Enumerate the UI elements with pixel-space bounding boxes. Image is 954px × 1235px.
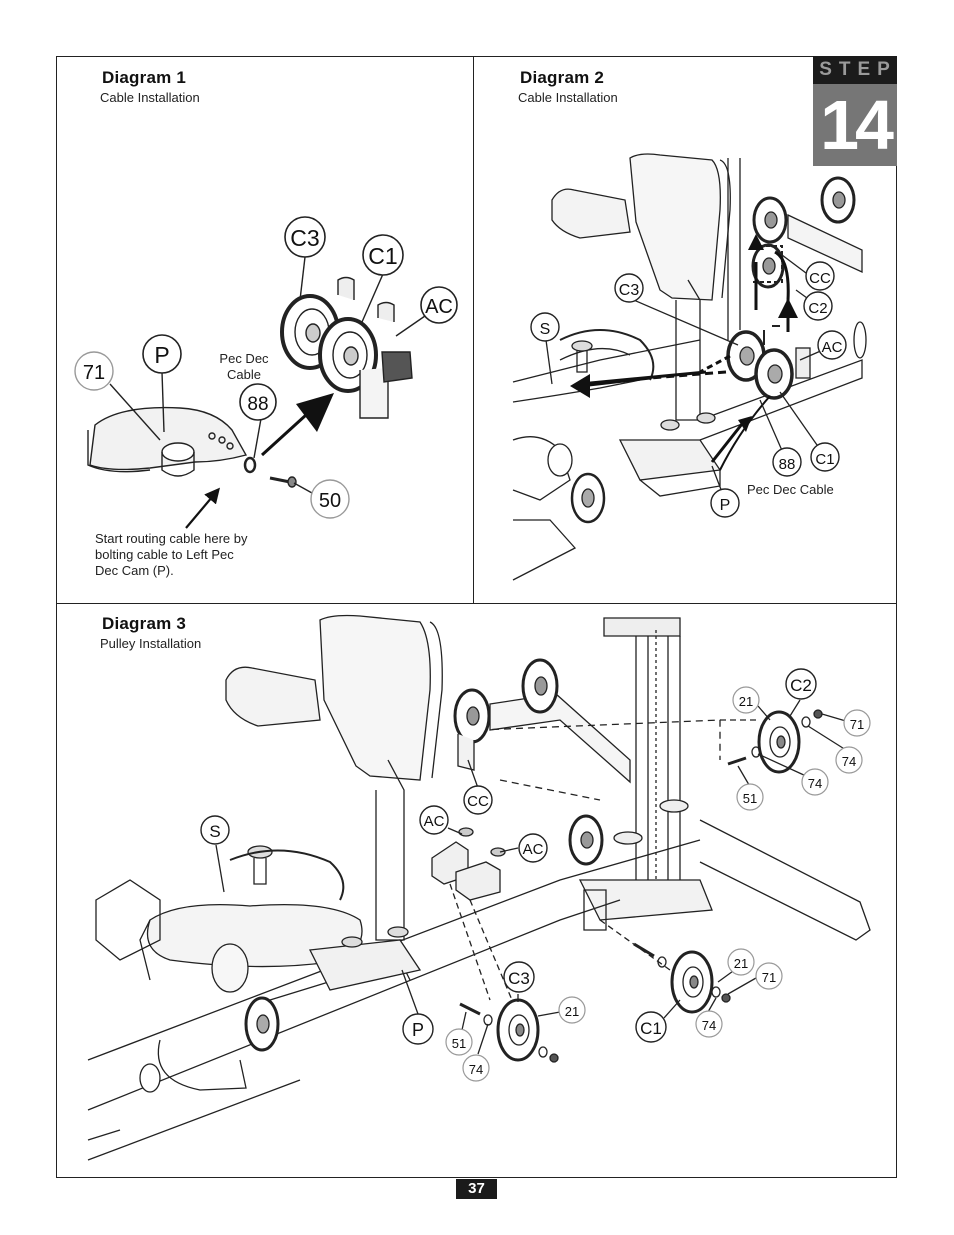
d1-label-ac: AC bbox=[425, 296, 453, 318]
diagram2-subtitle: Cable Installation bbox=[518, 90, 618, 105]
diagram3-callouts: C2 21 71 74 74 51 CC S AC AC P C3 21 51 … bbox=[200, 668, 871, 1082]
d1-label-c3: C3 bbox=[290, 225, 319, 251]
diagram3-title: Diagram 3 bbox=[102, 614, 187, 633]
diagram3-art bbox=[87, 614, 871, 1161]
d3-label-74a: 74 bbox=[842, 754, 856, 769]
diagram3-subtitle: Pulley Installation bbox=[100, 636, 202, 651]
d3-label-21a: 21 bbox=[739, 694, 753, 709]
diagram2-title: Diagram 2 bbox=[520, 68, 605, 87]
d2-label-p: P bbox=[720, 497, 731, 514]
diagram2-art bbox=[512, 153, 867, 581]
page-frame bbox=[56, 56, 897, 1178]
d2-label-ac: AC bbox=[822, 339, 843, 356]
d2-label-c1: C1 bbox=[815, 451, 834, 468]
page-number: 37 bbox=[456, 1179, 497, 1199]
d3-label-c3: C3 bbox=[508, 969, 530, 988]
diagram1-start-note: Start routing cable here by bolting cabl… bbox=[95, 531, 248, 578]
d2-label-88: 88 bbox=[779, 456, 796, 473]
panel-divider-vertical bbox=[473, 56, 474, 604]
diagram1-cable-label: Pec Dec Cable bbox=[219, 351, 269, 382]
d2-label-c2: C2 bbox=[808, 300, 827, 317]
diagram2-callouts: C3 S CC C2 AC C1 88 P bbox=[530, 261, 847, 518]
step-word: STEP bbox=[813, 56, 897, 84]
d1-label-c1: C1 bbox=[368, 243, 397, 269]
diagram1-subtitle: Cable Installation bbox=[100, 90, 200, 105]
panel-divider-horizontal bbox=[56, 603, 897, 604]
d1-label-p: P bbox=[154, 342, 169, 368]
d3-label-cc: CC bbox=[467, 793, 489, 810]
d3-label-ac1: AC bbox=[424, 813, 445, 830]
d3-label-ac2: AC bbox=[523, 841, 544, 858]
d3-label-21c: 21 bbox=[734, 956, 748, 971]
step-number: 14 bbox=[813, 84, 897, 166]
step-badge: STEP 14 bbox=[813, 56, 897, 166]
d3-label-51a: 51 bbox=[743, 791, 757, 806]
d3-label-51b: 51 bbox=[452, 1036, 466, 1051]
d2-label-s: S bbox=[540, 321, 551, 338]
d3-label-71a: 71 bbox=[850, 717, 864, 732]
d3-label-c1: C1 bbox=[640, 1019, 662, 1038]
diagram2-cable-label: Pec Dec Cable bbox=[747, 482, 834, 497]
d3-label-c2: C2 bbox=[790, 676, 812, 695]
d3-label-21b: 21 bbox=[565, 1004, 579, 1019]
d3-label-71b: 71 bbox=[762, 970, 776, 985]
d1-label-71: 71 bbox=[83, 362, 105, 384]
diagram1-art bbox=[87, 256, 426, 529]
d3-label-74c: 74 bbox=[469, 1062, 483, 1077]
d1-label-88: 88 bbox=[247, 394, 268, 415]
d3-label-74b: 74 bbox=[808, 776, 822, 791]
d3-label-p: P bbox=[412, 1020, 424, 1040]
d3-label-74d: 74 bbox=[702, 1018, 716, 1033]
d2-label-c3: C3 bbox=[619, 282, 640, 299]
diagram1-callouts: C3 C1 AC P 71 88 50 bbox=[74, 216, 458, 519]
d2-label-cc: CC bbox=[809, 270, 831, 287]
d3-label-s: S bbox=[209, 822, 220, 841]
d1-label-50: 50 bbox=[319, 490, 341, 512]
diagram1-title: Diagram 1 bbox=[102, 68, 187, 87]
